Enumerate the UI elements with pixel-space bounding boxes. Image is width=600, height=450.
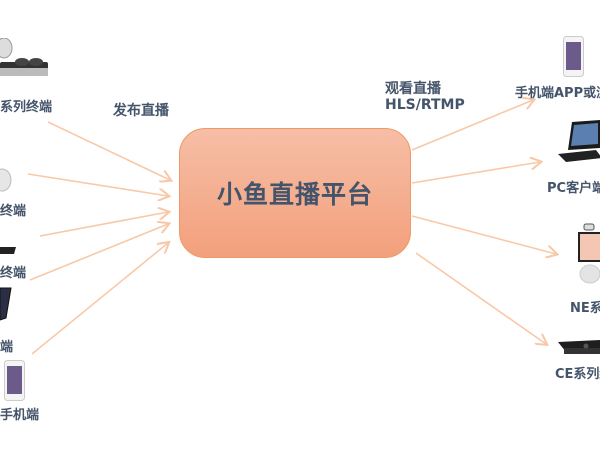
right-device-4-label: CE系列终	[555, 367, 600, 382]
publish-label: 发布直播	[113, 103, 169, 119]
right-device-3	[578, 222, 600, 290]
soundbar-terminal-icon	[0, 247, 16, 254]
live-platform-hub: 小鱼直播平台	[179, 128, 411, 258]
left-device-1	[0, 37, 52, 94]
left-device-3-label: 终端	[0, 266, 27, 281]
right-device-4	[558, 340, 600, 364]
left-device-2-label: 终端	[0, 204, 27, 219]
right-device-2	[556, 120, 600, 168]
right-device-3-label: NE系	[570, 301, 600, 316]
left-device-3	[0, 242, 20, 261]
right-device-1	[563, 36, 585, 82]
left-device-5-label: 手机端	[0, 408, 40, 423]
ne-terminal-icon	[578, 223, 600, 284]
arrow-right-2	[411, 162, 540, 184]
ce-terminal-icon	[558, 340, 600, 354]
hub-label: 小鱼直播平台	[216, 180, 373, 209]
left-device-2	[0, 168, 16, 198]
arrow-right-1	[411, 100, 533, 151]
video-terminal-icon	[0, 37, 48, 76]
protocol-label: HLS/RTMP	[385, 97, 465, 113]
watch-label: 观看直播	[385, 81, 441, 97]
arrow-left-3	[39, 212, 168, 237]
left-device-5	[4, 360, 26, 406]
left-device-4-label: 端	[0, 340, 14, 355]
arrow-left-5	[31, 243, 168, 355]
arrow-left-2	[27, 173, 168, 196]
arrow-left-1	[47, 121, 170, 180]
left-device-1-label: 系列终端	[0, 100, 53, 115]
phone-icon	[563, 36, 584, 77]
arrow-left-4	[29, 224, 168, 281]
laptop-icon	[558, 120, 600, 162]
left-device-4	[0, 286, 14, 330]
camera-terminal-icon	[0, 168, 12, 192]
right-device-2-label: PC客户端	[547, 181, 600, 196]
arrow-right-3	[411, 215, 556, 254]
arrow-right-4	[415, 252, 546, 344]
right-device-1-label: 手机端APP或浏	[515, 86, 600, 101]
phone-icon	[4, 360, 25, 401]
laptop-icon	[0, 287, 12, 321]
